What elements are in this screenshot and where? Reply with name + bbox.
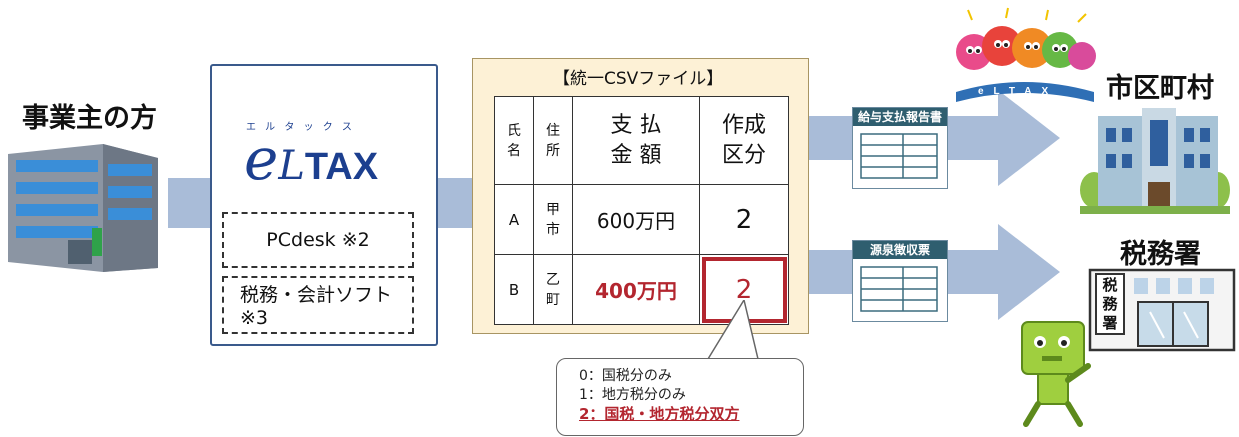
tax-office-building-icon bbox=[1088, 268, 1236, 352]
table-row: B 乙 町 400万円 2 bbox=[494, 254, 789, 325]
header-category: 作成 区分 bbox=[699, 96, 789, 185]
tax-mascot-icon bbox=[1021, 321, 1091, 427]
cell-address: 甲 市 bbox=[533, 184, 573, 255]
city-hall-building-icon bbox=[1080, 108, 1230, 214]
eltax-logo-e: e bbox=[244, 125, 279, 193]
legend-line-1: 1：地方税分のみ bbox=[579, 387, 686, 403]
flow-bar-middle bbox=[436, 178, 476, 228]
legend-line-0: 0：国税分のみ bbox=[579, 368, 672, 384]
csv-table: 氏 名 住 所 支 払 金 額 作成 区分 A 甲 市 600万円 2 B 乙 … bbox=[494, 96, 789, 325]
cell-name: B bbox=[494, 254, 534, 325]
flow-bar-left bbox=[168, 178, 212, 228]
eltax-mascots-icon: eLTAX bbox=[956, 7, 1096, 102]
accounting-software-note: ※3 bbox=[240, 307, 269, 329]
cell-address: 乙 町 bbox=[533, 254, 573, 325]
eltax-logo: eLTAX bbox=[244, 130, 378, 189]
withholding-slip-card: 源泉徴収票 bbox=[852, 240, 948, 322]
eltax-logo-tax: TAX bbox=[304, 146, 379, 188]
eltax-logo-l: L bbox=[278, 143, 305, 189]
cell-amount-highlight: 400万円 bbox=[572, 254, 700, 325]
form-lines-icon bbox=[860, 266, 938, 312]
municipality-title: 市区町村 bbox=[1106, 73, 1214, 104]
tax-office-sign-text: 税 務 署 bbox=[1102, 276, 1118, 332]
category-legend-callout: 0：国税分のみ 1：地方税分のみ 2：国税・地方税分双方 bbox=[556, 358, 804, 436]
pcdesk-option: PCdesk ※2 bbox=[222, 212, 414, 268]
header-amount: 支 払 金 額 bbox=[572, 96, 700, 185]
cell-name: A bbox=[494, 184, 534, 255]
salary-payment-report-label: 給与支払報告書 bbox=[853, 108, 947, 126]
table-row: A 甲 市 600万円 2 bbox=[494, 184, 789, 255]
pcdesk-label: PCdesk ※2 bbox=[266, 229, 370, 251]
csv-title: 【統一CSVファイル】 bbox=[553, 69, 724, 89]
form-lines-icon bbox=[860, 133, 938, 179]
accounting-software-option: 税務・会計ソフト ※3 bbox=[222, 276, 414, 334]
header-address: 住 所 bbox=[533, 96, 573, 185]
legend-line-2: 2：国税・地方税分双方 bbox=[579, 405, 740, 423]
cell-amount: 600万円 bbox=[572, 184, 700, 255]
callout-pointer bbox=[706, 300, 759, 361]
mascot-letters: eLTAX bbox=[978, 86, 1058, 97]
office-building-icon bbox=[8, 144, 158, 272]
table-header-row: 氏 名 住 所 支 払 金 額 作成 区分 bbox=[494, 96, 789, 185]
eltax-panel bbox=[210, 64, 438, 346]
tax-office-title: 税務署 bbox=[1120, 239, 1201, 270]
eltax-logo-reading: エ ル タ ッ ク ス bbox=[246, 122, 355, 133]
accounting-software-label: 税務・会計ソフト bbox=[240, 284, 393, 306]
salary-payment-report-card: 給与支払報告書 bbox=[852, 107, 948, 189]
business-owner-title: 事業主の方 bbox=[22, 103, 157, 134]
cell-category: 2 bbox=[699, 184, 789, 255]
header-name: 氏 名 bbox=[494, 96, 534, 185]
withholding-slip-label: 源泉徴収票 bbox=[853, 241, 947, 259]
